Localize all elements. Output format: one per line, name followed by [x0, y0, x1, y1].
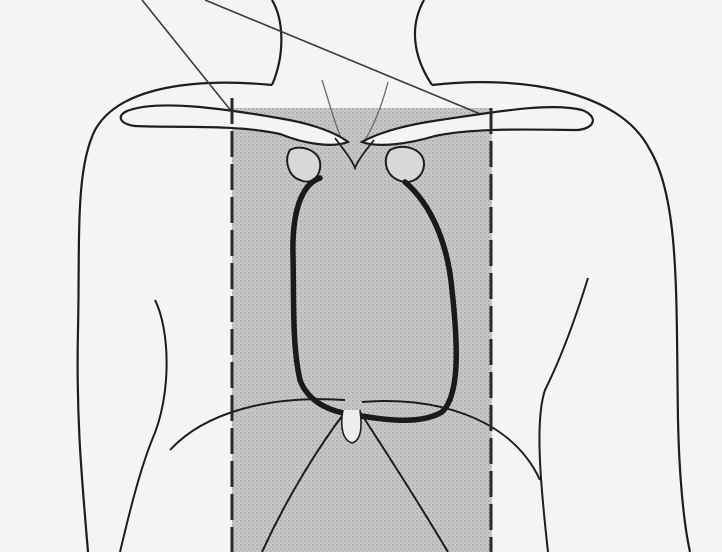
xiphoid-process — [342, 410, 361, 443]
vessel-right — [386, 147, 424, 182]
